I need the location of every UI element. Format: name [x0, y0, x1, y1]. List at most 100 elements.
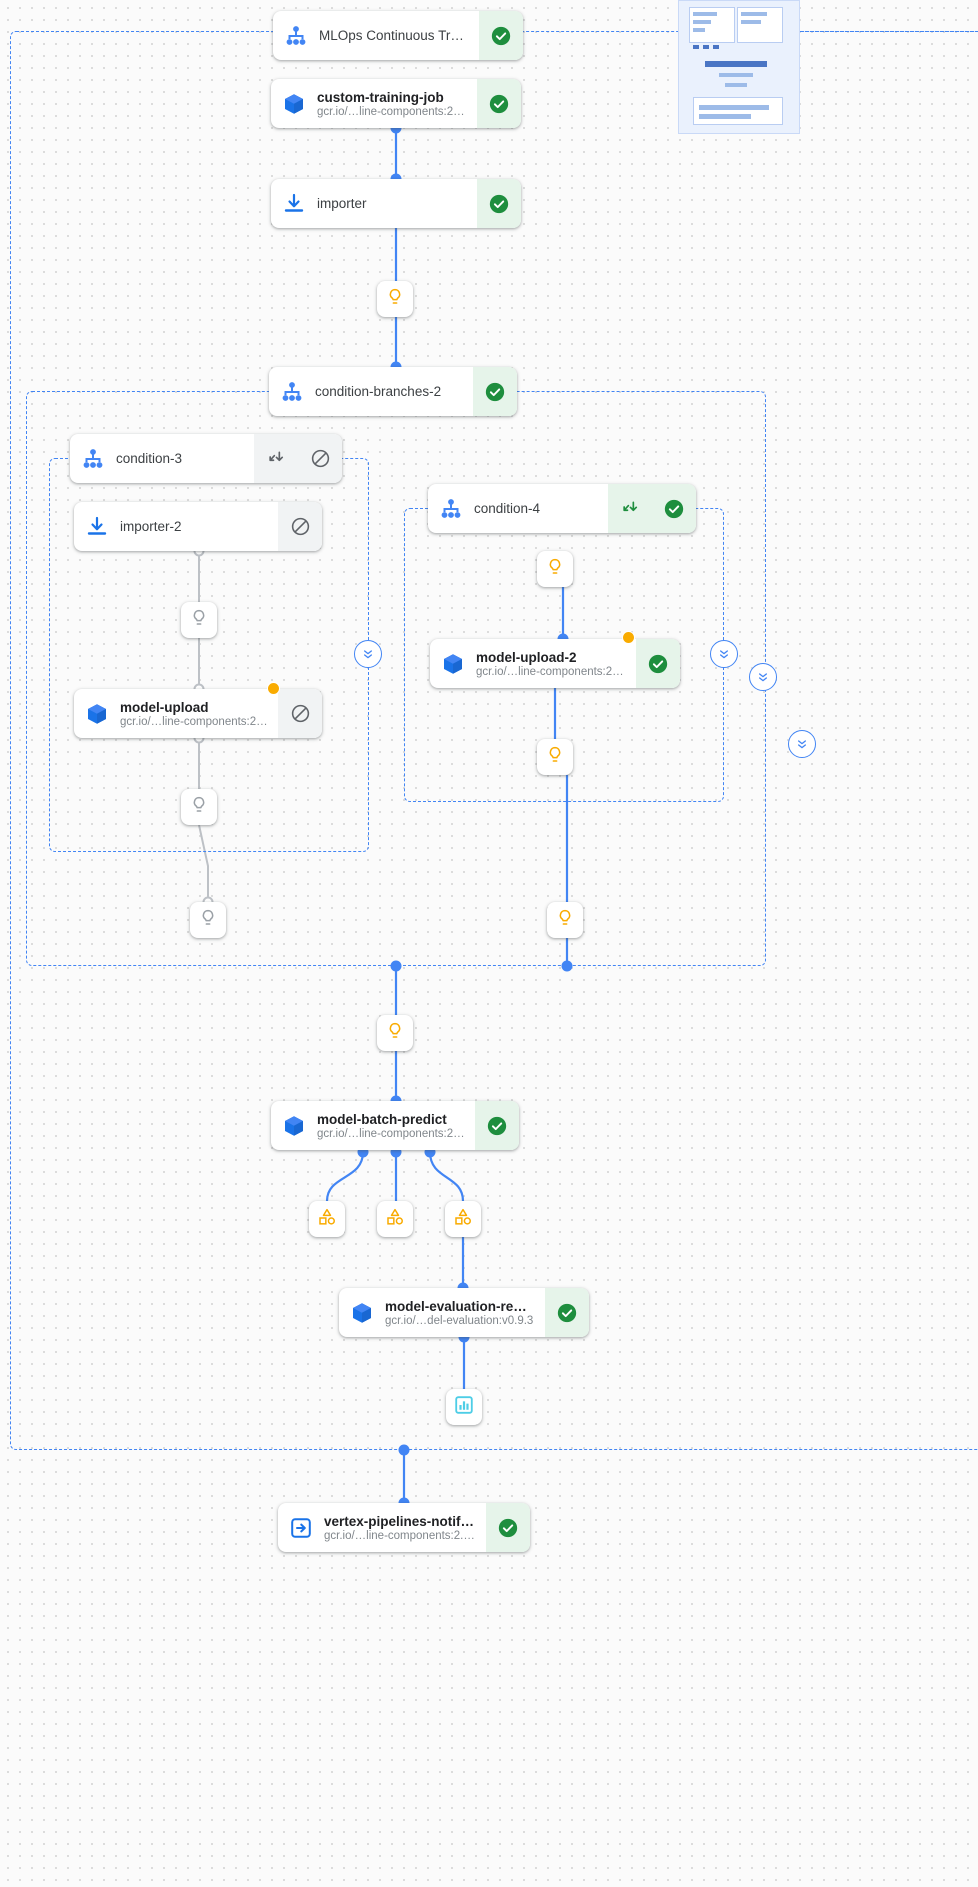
container-icon [430, 639, 476, 688]
node-text: model-upload gcr.io/…line-components:2.6… [120, 689, 278, 738]
node-text: model-batch-predict gcr.io/…line-compone… [317, 1101, 475, 1150]
dag-icon [273, 11, 319, 60]
small-node-parameter-7[interactable] [547, 902, 583, 938]
block-icon[interactable] [298, 434, 342, 483]
node-condition-4[interactable]: condition-4 [428, 484, 696, 533]
small-node-parameter-5[interactable] [537, 551, 573, 587]
node-title: MLOps Continuous Traini… [319, 28, 469, 43]
small-node-parameter-2[interactable] [181, 602, 217, 638]
minimap-bar [741, 12, 767, 16]
node-text: vertex-pipelines-notificat… gcr.io/…line… [324, 1503, 486, 1552]
node-title: model-upload-2 [476, 649, 577, 665]
dag-icon [70, 434, 116, 483]
node-subtitle: gcr.io/…line-components:2.6.0 [317, 105, 467, 118]
node-badges [475, 1101, 519, 1150]
node-title: vertex-pipelines-notificat… [324, 1513, 476, 1529]
minimap-bar [713, 45, 719, 49]
artifact-icon [385, 1207, 405, 1232]
dag-icon [269, 367, 315, 416]
check-circle-icon[interactable] [473, 367, 517, 416]
node-subtitle: gcr.io/…line-components:2.6.0 [476, 665, 626, 678]
check-circle-icon[interactable] [486, 1503, 530, 1552]
minimap[interactable] [678, 0, 800, 134]
node-badges [479, 11, 523, 60]
check-circle-icon[interactable] [475, 1101, 519, 1150]
node-condition-3[interactable]: condition-3 [70, 434, 342, 483]
node-title: importer-2 [120, 519, 182, 534]
node-vertex-pipelines-notification[interactable]: vertex-pipelines-notificat… gcr.io/…line… [278, 1503, 530, 1552]
node-title: condition-3 [116, 451, 183, 466]
node-model-upload[interactable]: model-upload gcr.io/…line-components:2.6… [74, 689, 322, 738]
minimap-bar [703, 45, 709, 49]
node-importer-2[interactable]: importer-2 [74, 502, 322, 551]
node-badges [636, 639, 680, 688]
node-text: condition-4 [474, 484, 608, 533]
subdag-icon[interactable] [254, 434, 298, 483]
small-node-metrics-1[interactable] [446, 1389, 482, 1425]
node-text: MLOps Continuous Traini… [319, 11, 479, 60]
node-badges [477, 79, 521, 128]
node-model-evaluation-regression[interactable]: model-evaluation-regres… gcr.io/…del-eva… [339, 1288, 589, 1337]
small-node-parameter-3[interactable] [181, 789, 217, 825]
parameter-icon [545, 745, 565, 770]
check-circle-icon[interactable] [652, 484, 696, 533]
node-title: model-upload [120, 699, 209, 715]
node-badges [254, 434, 342, 483]
node-text: custom-training-job gcr.io/…line-compone… [317, 79, 477, 128]
node-text: condition-3 [116, 434, 254, 483]
parameter-icon [385, 1021, 405, 1046]
small-node-artifact-2[interactable] [377, 1201, 413, 1237]
node-condition-branches-2[interactable]: condition-branches-2 [269, 367, 517, 416]
collapse-condition-3-button[interactable] [354, 640, 382, 668]
importer-icon [74, 502, 120, 551]
small-node-parameter-1[interactable] [377, 281, 413, 317]
parameter-icon [385, 287, 405, 312]
small-node-parameter-8[interactable] [377, 1015, 413, 1051]
collapse-icon [720, 650, 728, 659]
minimap-bar [693, 12, 717, 16]
small-node-parameter-4[interactable] [190, 902, 226, 938]
check-circle-icon[interactable] [636, 639, 680, 688]
node-badges [473, 367, 517, 416]
node-text: model-evaluation-regres… gcr.io/…del-eva… [385, 1288, 545, 1337]
node-text: importer [317, 179, 477, 228]
node-title: custom-training-job [317, 89, 444, 105]
collapse-root-button[interactable] [788, 730, 816, 758]
minimap-bar [693, 20, 711, 24]
node-title: model-evaluation-regres… [385, 1298, 535, 1314]
node-importer[interactable]: importer [271, 179, 521, 228]
collapse-branches-button[interactable] [749, 663, 777, 691]
node-text: importer-2 [120, 502, 278, 551]
container-icon [271, 79, 317, 128]
check-circle-icon[interactable] [545, 1288, 589, 1337]
parameter-icon [545, 557, 565, 582]
node-mlops-continuous-training[interactable]: MLOps Continuous Traini… [273, 11, 523, 60]
block-icon[interactable] [278, 502, 322, 551]
model-upload-2-output-dot[interactable] [622, 631, 635, 644]
parameter-icon [189, 608, 209, 633]
node-custom-training-job[interactable]: custom-training-job gcr.io/…line-compone… [271, 79, 521, 128]
check-circle-icon[interactable] [479, 11, 523, 60]
node-title: condition-branches-2 [315, 384, 442, 399]
small-node-parameter-6[interactable] [537, 739, 573, 775]
node-title: model-batch-predict [317, 1111, 447, 1127]
subdag-icon[interactable] [608, 484, 652, 533]
minimap-bar [719, 73, 753, 77]
node-text: condition-branches-2 [315, 367, 473, 416]
node-model-upload-2[interactable]: model-upload-2 gcr.io/…line-components:2… [430, 639, 680, 688]
artifact-icon [317, 1207, 337, 1232]
node-subtitle: gcr.io/…line-components:2.6.0 [317, 1127, 465, 1140]
importer-icon [271, 179, 317, 228]
parameter-icon [555, 908, 575, 933]
node-title: importer [317, 196, 367, 211]
check-circle-icon[interactable] [477, 79, 521, 128]
small-node-artifact-3[interactable] [445, 1201, 481, 1237]
block-icon[interactable] [278, 689, 322, 738]
check-circle-icon[interactable] [477, 179, 521, 228]
node-model-batch-predict[interactable]: model-batch-predict gcr.io/…line-compone… [271, 1101, 519, 1150]
collapse-condition-4-button[interactable] [710, 640, 738, 668]
small-node-artifact-1[interactable] [309, 1201, 345, 1237]
model-upload-output-dot[interactable] [267, 682, 280, 695]
node-subtitle: gcr.io/…del-evaluation:v0.9.3 [385, 1314, 534, 1327]
